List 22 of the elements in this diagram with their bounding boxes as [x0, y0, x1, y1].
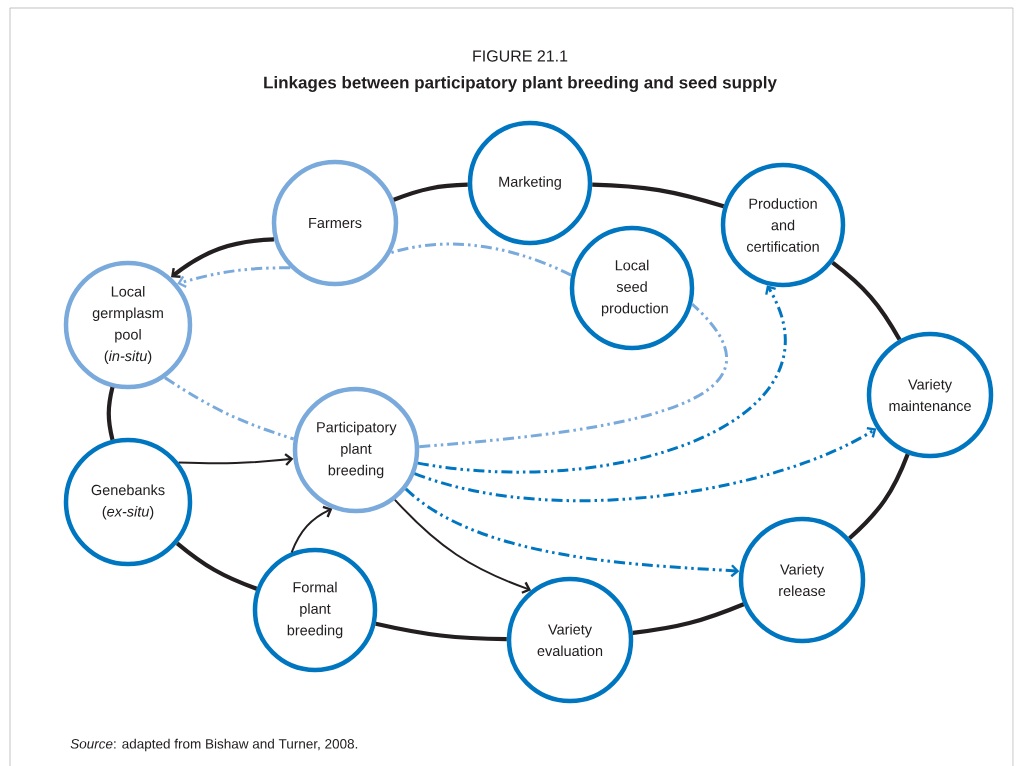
arrow [177, 266, 291, 288]
title: Linkages between participatory plant breeding and seed supply [264, 76, 777, 92]
source-note: Source: adapted from Bishaw and Turner, 2008. [70, 738, 358, 752]
circle-node: Local seed production [569, 225, 695, 351]
circle-node: Production and certification [720, 162, 846, 288]
arrow [171, 237, 275, 278]
circle-node: Variety evaluation [506, 576, 634, 704]
circle-node: Local germplasm pool (in-situ) [63, 260, 193, 390]
circle-node: Marketing [467, 120, 593, 246]
arrow [393, 498, 532, 594]
figure-number: FIGURE 21.1 [473, 50, 568, 62]
circle-node: Farmers [271, 159, 399, 287]
circle-node: Variety release [738, 516, 866, 644]
circle-node: Formal plant breeding [252, 547, 378, 673]
arrow [404, 487, 740, 578]
arrow [177, 453, 294, 466]
circle-node: Genebanks (ex-situ) [63, 437, 193, 567]
circle-node: Participatory plant breeding [292, 386, 420, 514]
circle-node: Variety maintenance [866, 331, 994, 459]
arrow [417, 285, 787, 474]
arrow [414, 426, 877, 503]
arrow [290, 505, 333, 554]
